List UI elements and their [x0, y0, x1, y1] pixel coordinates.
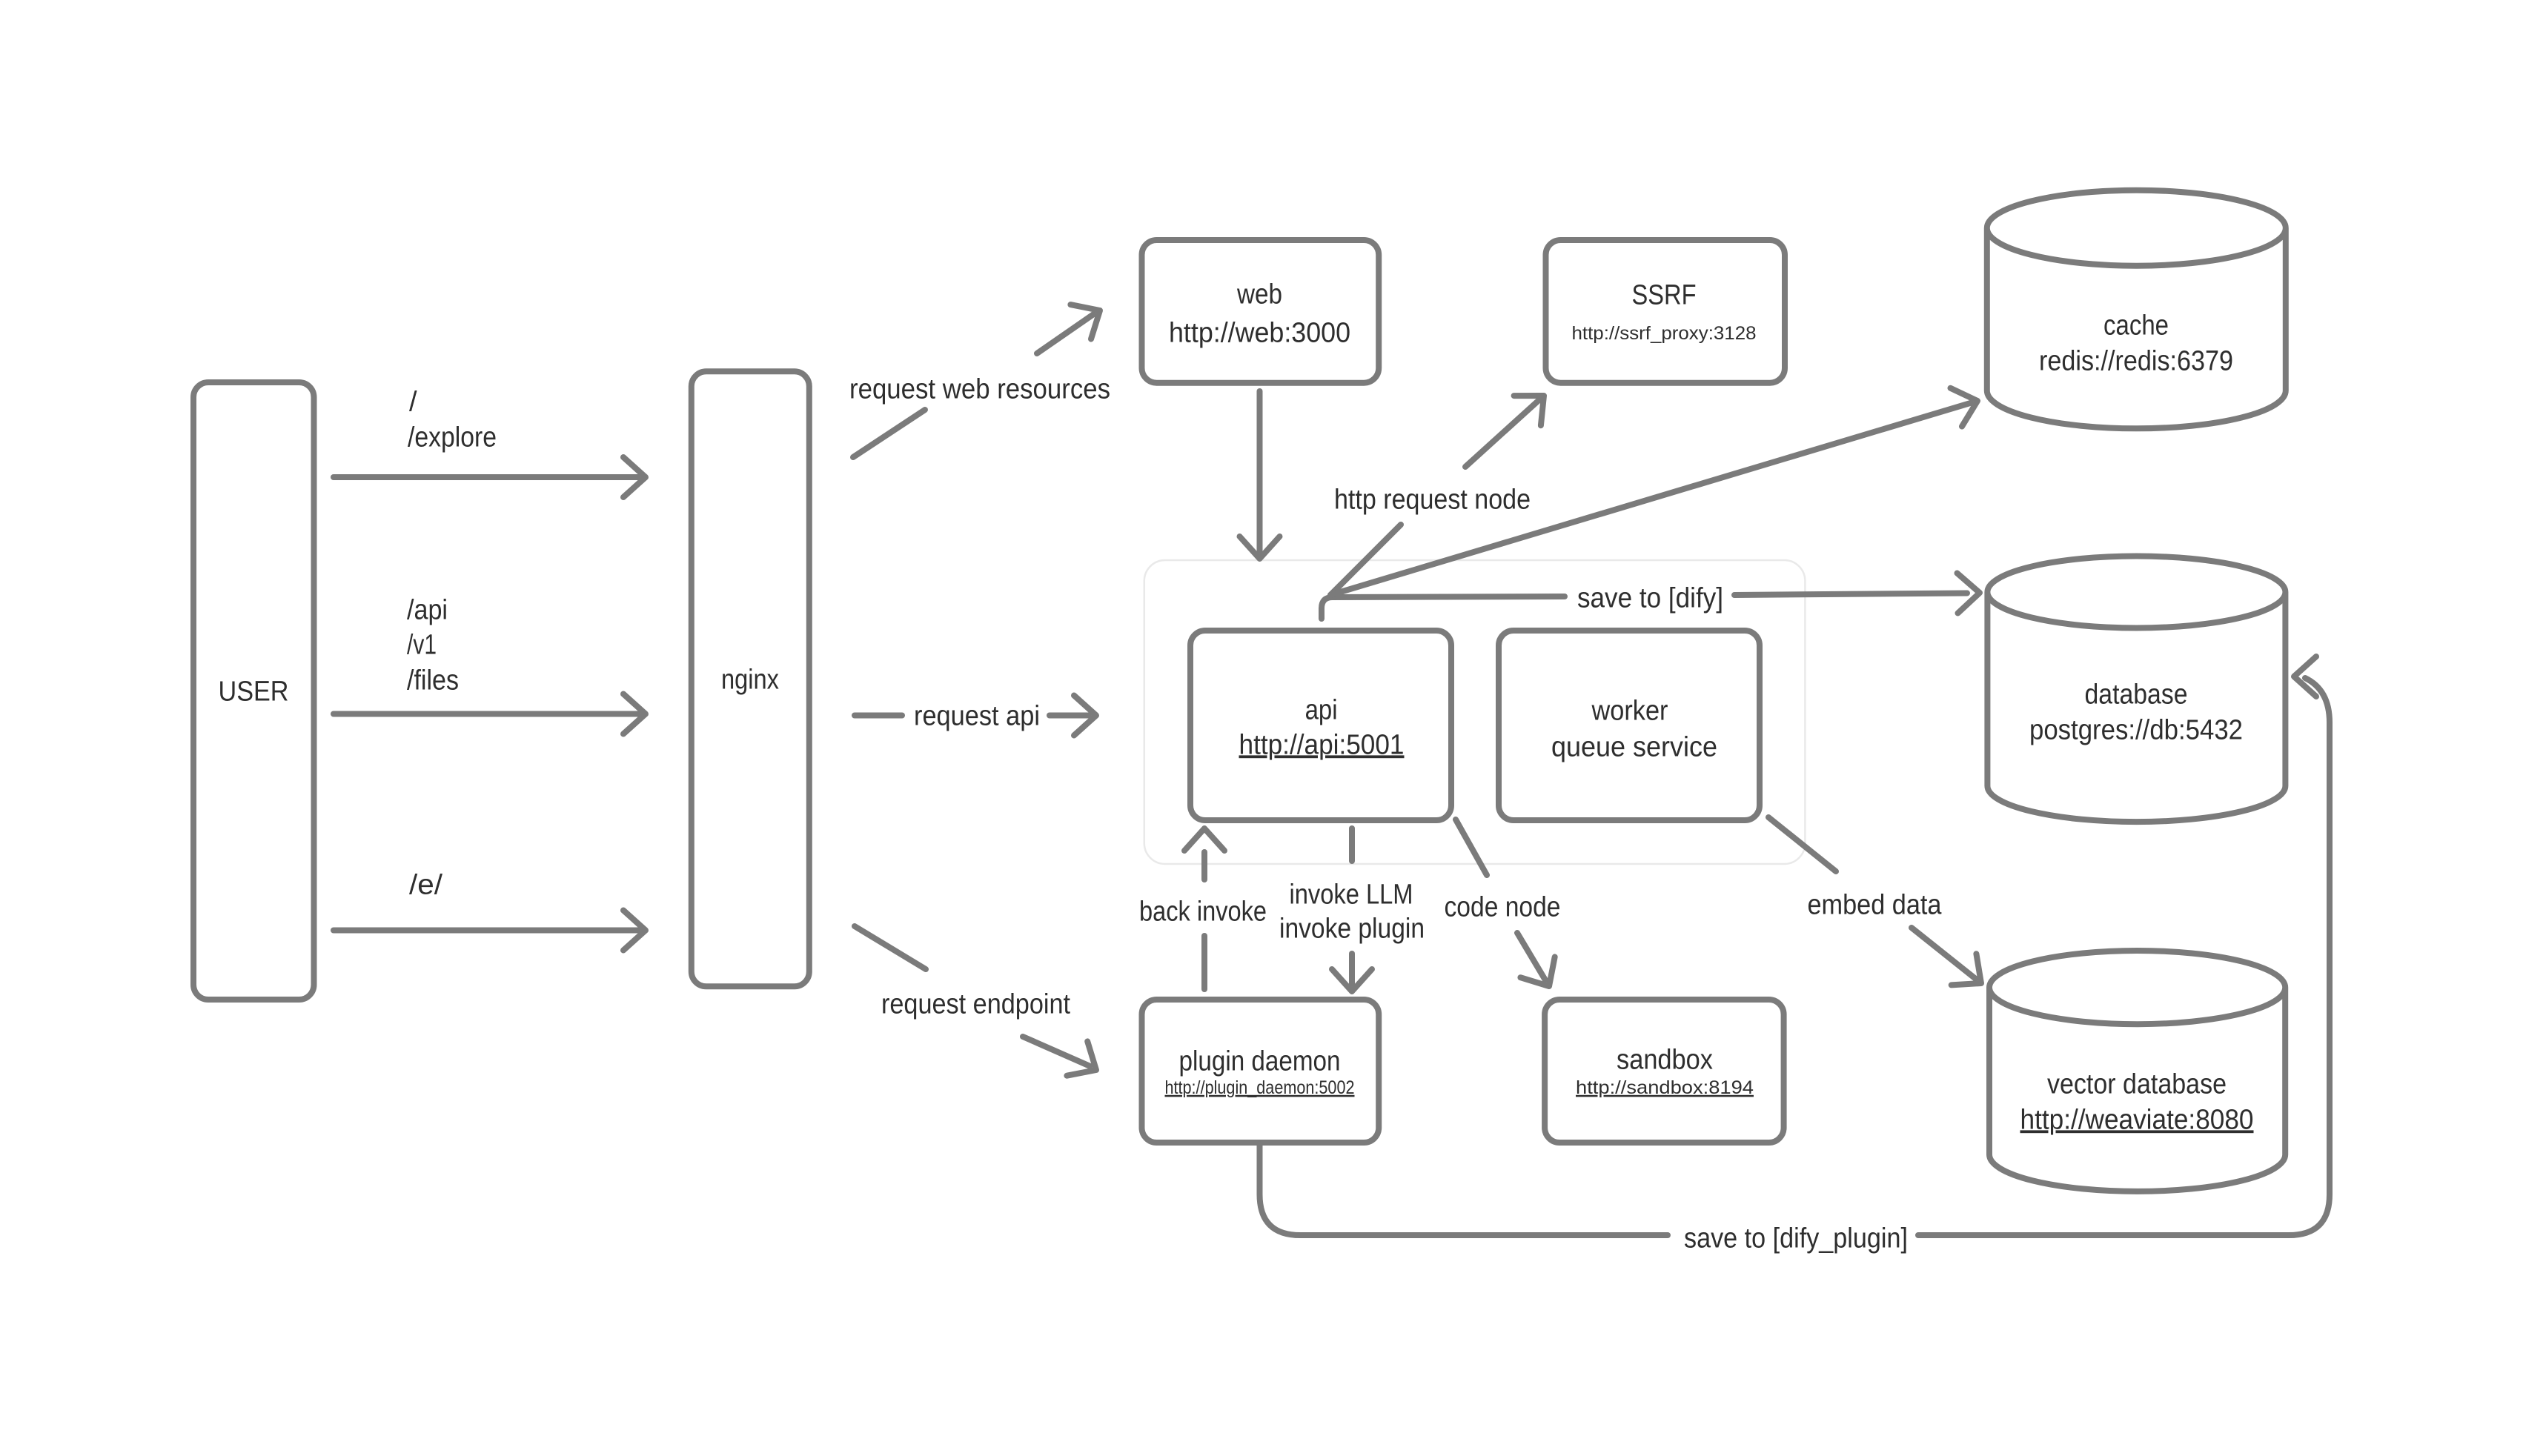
svg-text:http://weaviate:8080: http://weaviate:8080	[2020, 1104, 2254, 1135]
svg-text:queue service: queue service	[1551, 731, 1717, 762]
svg-text:/explore: /explore	[408, 422, 497, 453]
svg-text:http request node: http request node	[1334, 484, 1531, 515]
svg-text:vector database: vector database	[2047, 1068, 2227, 1100]
svg-text:/: /	[409, 386, 417, 417]
svg-text:invoke LLM: invoke LLM	[1290, 879, 1413, 910]
svg-text:http://web:3000: http://web:3000	[1169, 317, 1350, 348]
svg-text:save to [dify_plugin]: save to [dify_plugin]	[1684, 1223, 1908, 1254]
svg-text:/api: /api	[407, 594, 448, 625]
svg-text:database: database	[2085, 679, 2188, 710]
svg-text:/files: /files	[407, 665, 459, 696]
svg-text:nginx: nginx	[721, 665, 779, 696]
svg-text:api: api	[1305, 694, 1338, 725]
svg-text:save to [dify]: save to [dify]	[1577, 582, 1723, 614]
svg-text:plugin daemon: plugin daemon	[1179, 1046, 1341, 1077]
svg-text:cache: cache	[2103, 310, 2169, 341]
svg-text:http://api:5001: http://api:5001	[1239, 729, 1405, 760]
svg-text:redis://redis:6379: redis://redis:6379	[2039, 345, 2233, 376]
svg-text:/v1: /v1	[407, 629, 437, 660]
svg-text:http://plugin_daemon:5002: http://plugin_daemon:5002	[1165, 1077, 1355, 1098]
svg-text:http://ssrf_proxy:3128: http://ssrf_proxy:3128	[1572, 323, 1757, 344]
svg-text:worker: worker	[1591, 695, 1668, 726]
svg-text:sandbox: sandbox	[1617, 1044, 1713, 1075]
svg-text:web: web	[1236, 279, 1282, 310]
svg-text:SSRF: SSRF	[1632, 279, 1697, 310]
svg-text:http://sandbox:8194: http://sandbox:8194	[1576, 1077, 1754, 1098]
svg-text:postgres://db:5432: postgres://db:5432	[2029, 714, 2243, 745]
svg-text:request web resources: request web resources	[849, 373, 1110, 405]
svg-text:request endpoint: request endpoint	[881, 988, 1070, 1020]
svg-text:back invoke: back invoke	[1139, 896, 1267, 927]
svg-text:USER: USER	[219, 676, 289, 707]
svg-text:request api: request api	[914, 700, 1040, 731]
svg-text:invoke plugin: invoke plugin	[1279, 913, 1425, 944]
svg-text:/e/: /e/	[409, 869, 442, 900]
svg-text:code node: code node	[1445, 891, 1561, 923]
svg-text:embed data: embed data	[1808, 889, 1943, 920]
